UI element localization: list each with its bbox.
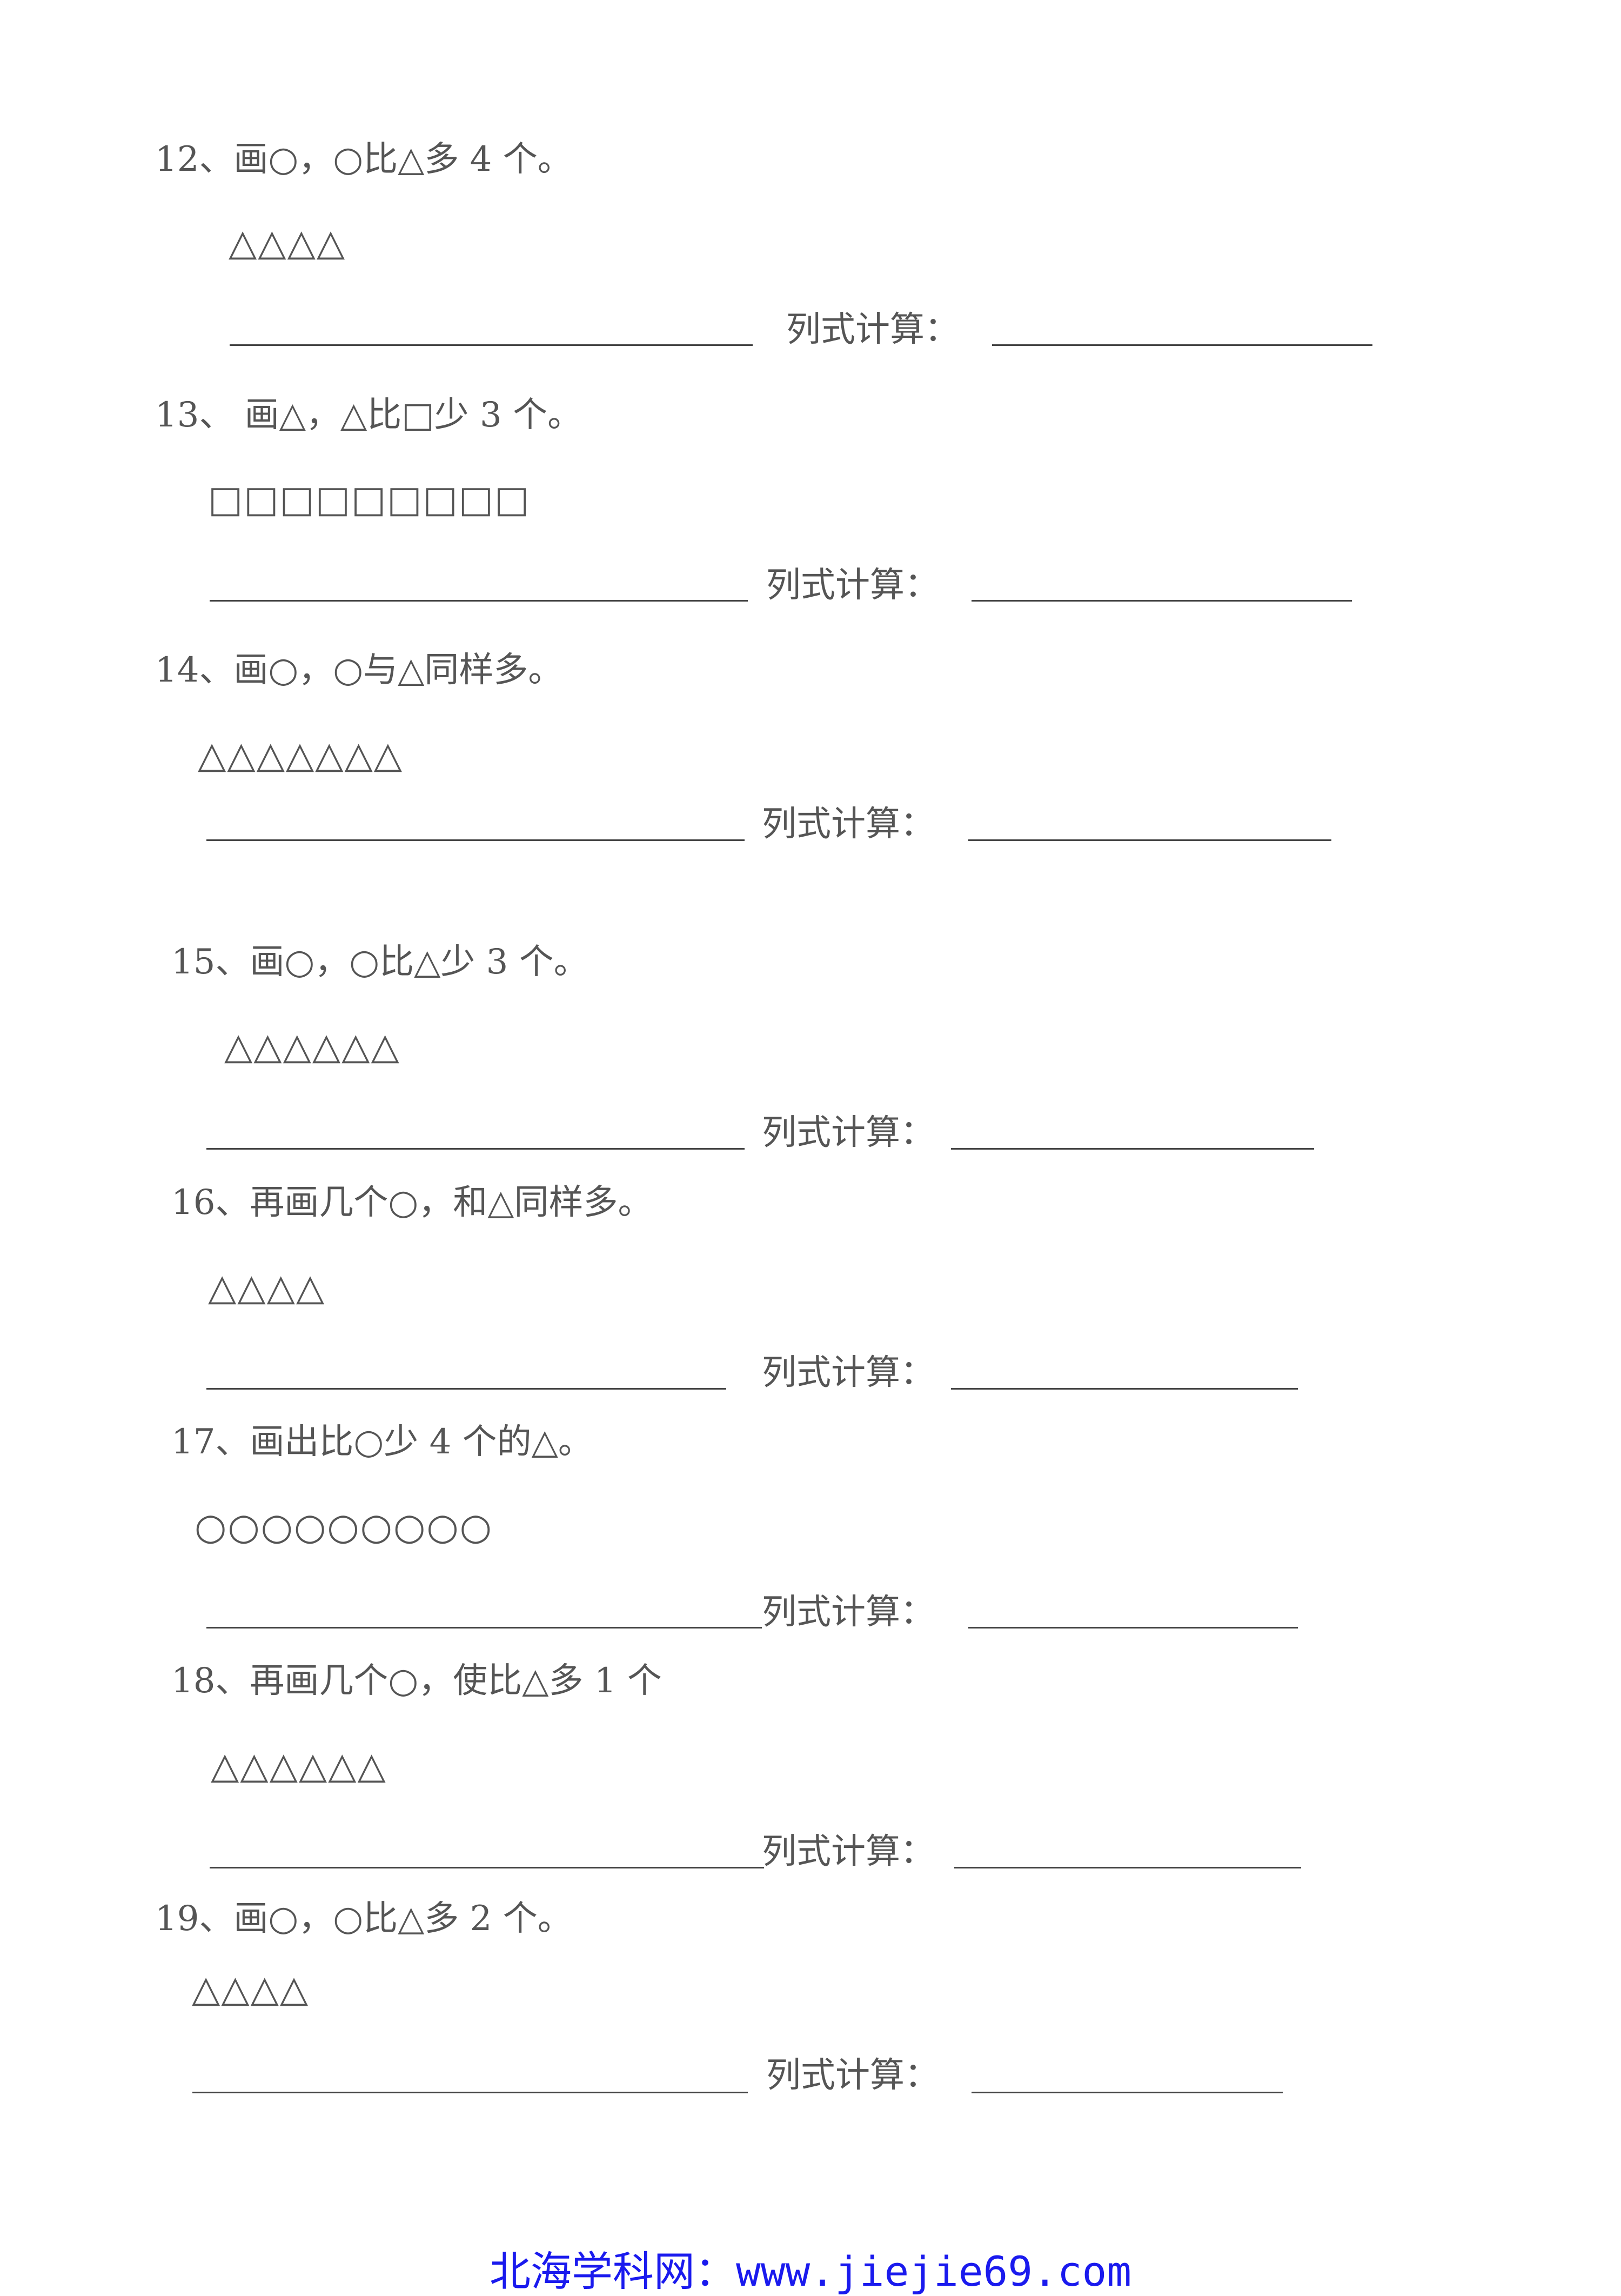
question-19-answer-line[interactable] (972, 2092, 1283, 2093)
question-13-answer-line[interactable] (972, 600, 1352, 602)
question-13-prompt: 13、 画△，△比□少 3 个。 (155, 395, 582, 435)
question-12-shapes: △△△△ (229, 222, 346, 264)
question-16-shapes: △△△△ (208, 1266, 326, 1309)
question-13-drawing-line[interactable] (210, 600, 748, 602)
question-18-shapes: △△△△△△ (211, 1745, 387, 1787)
question-14-drawing-line[interactable] (206, 839, 745, 841)
question-16-drawing-line[interactable] (206, 1388, 726, 1390)
question-17-shapes: ○○○○○○○○○ (195, 1506, 493, 1549)
question-17-prompt: 17、画出比○少 4 个的△。 (171, 1422, 593, 1462)
question-17-drawing-line[interactable] (206, 1627, 762, 1628)
question-15-drawing-line[interactable] (206, 1148, 745, 1150)
question-12-drawing-line[interactable] (230, 344, 753, 346)
question-15-answer-line[interactable] (951, 1148, 1314, 1150)
question-14-calc-label: 列式计算： (762, 804, 935, 844)
question-14-prompt: 14、画○，○与△同样多。 (155, 650, 563, 690)
question-17-answer-line[interactable] (968, 1627, 1298, 1628)
question-18-answer-line[interactable] (954, 1867, 1301, 1868)
footer-watermark: 北海学科网：www.jiejie69.com (0, 2247, 1621, 2296)
question-12-answer-line[interactable] (992, 344, 1372, 346)
question-18-drawing-line[interactable] (210, 1867, 764, 1868)
question-15-prompt: 15、画○，○比△少 3 个。 (171, 942, 588, 982)
question-19-drawing-line[interactable] (192, 2092, 748, 2093)
question-18-prompt: 18、再画几个○，使比△多 1 个 (171, 1661, 662, 1701)
question-19-prompt: 19、画○，○比△多 2 个。 (155, 1899, 572, 1939)
question-12-prompt: 12、画○，○比△多 4 个。 (155, 139, 572, 179)
question-18-calc-label: 列式计算： (762, 1832, 935, 1872)
question-14-shapes: △△△△△△△ (198, 734, 404, 777)
question-17-calc-label: 列式计算： (762, 1592, 935, 1632)
question-16-prompt: 16、再画几个○，和△同样多。 (171, 1183, 653, 1223)
question-13-shapes: □□□□□□□□□ (208, 478, 531, 521)
question-14-answer-line[interactable] (968, 839, 1331, 841)
question-16-calc-label: 列式计算： (762, 1353, 935, 1393)
footer-url[interactable]: www.jiejie69.com (735, 2247, 1132, 2295)
question-12-calc-label: 列式计算： (786, 310, 959, 350)
question-16-answer-line[interactable] (951, 1388, 1298, 1390)
question-15-shapes: △△△△△△ (224, 1025, 400, 1068)
question-19-shapes: △△△△ (192, 1968, 310, 2011)
question-13-calc-label: 列式计算： (766, 565, 939, 605)
question-19-calc-label: 列式计算： (766, 2055, 939, 2095)
footer-site-name: 北海学科网： (489, 2247, 736, 2295)
question-15-calc-label: 列式计算： (762, 1113, 935, 1153)
